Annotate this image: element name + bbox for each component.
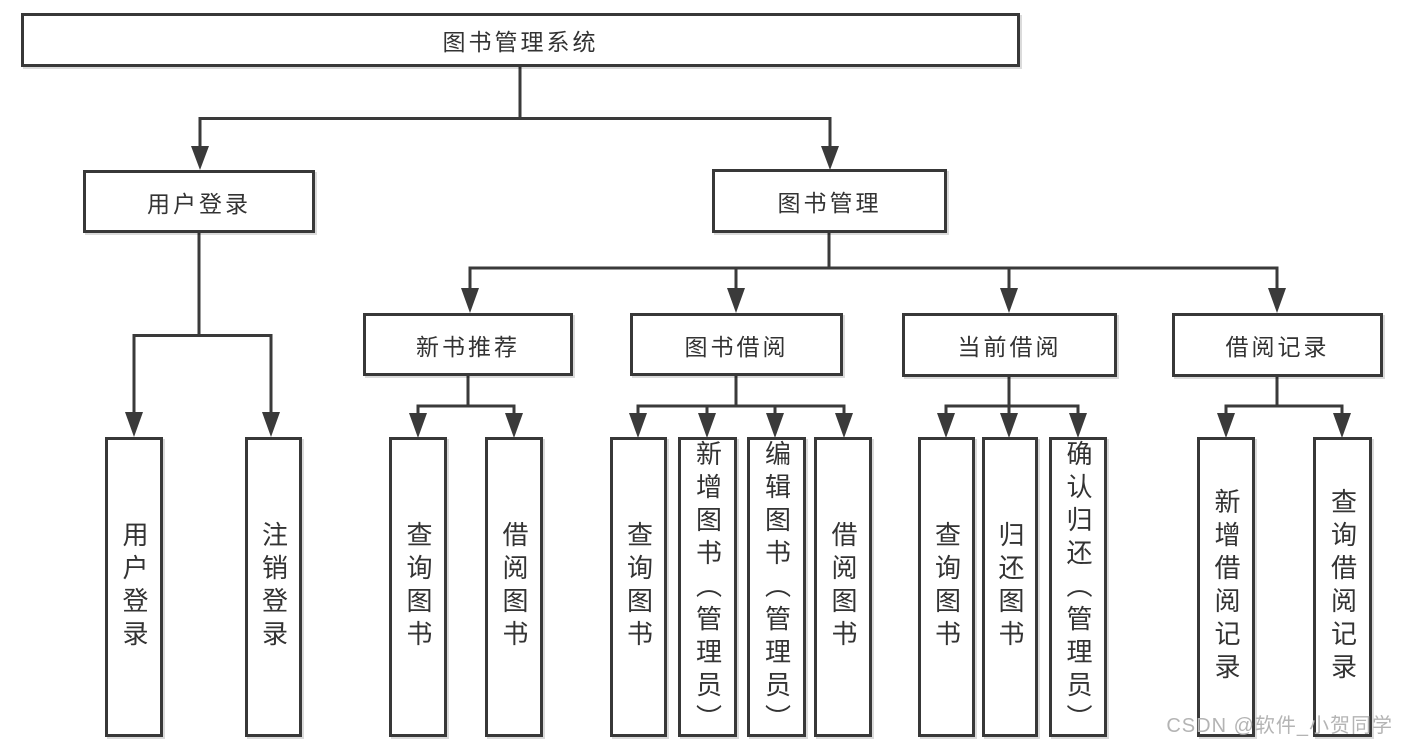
connector-arrowhead <box>262 412 280 437</box>
connector-arrowhead <box>727 288 745 313</box>
node-borrowing-records-label: 借阅记录 <box>1225 334 1330 360</box>
connector-arrowhead <box>1000 413 1018 438</box>
connector-arrowhead <box>937 413 955 438</box>
node-book-borrowing: 图书借阅 <box>630 313 843 376</box>
connector-arrowhead <box>629 413 647 438</box>
leaf-current-confirm-return-admin: 确认归还（管理员） <box>1049 437 1107 737</box>
node-root-label: 图书管理系统 <box>442 29 599 55</box>
connector-arrowhead <box>409 413 427 438</box>
connector-arrowhead <box>835 413 853 438</box>
watermark: CSDN @软件_小贺同学 <box>1166 715 1393 737</box>
leaf-borrowing-add-book-admin-label: 新增图书（管理员） <box>692 440 723 737</box>
leaf-records-query-record: 查询借阅记录 <box>1313 437 1372 737</box>
leaf-newbooks-query-books-label: 查询图书 <box>403 521 433 653</box>
node-current-borrowing: 当前借阅 <box>902 313 1117 377</box>
connector-arrowhead <box>505 413 523 438</box>
connector-arrowhead <box>1333 413 1351 438</box>
leaf-borrowing-borrow-book-label: 借阅图书 <box>828 521 858 653</box>
connector-arrowhead <box>1069 413 1087 438</box>
leaf-borrowing-edit-book-admin: 编辑图书（管理员） <box>747 437 806 737</box>
leaf-records-add-record-label: 新增借阅记录 <box>1211 488 1241 686</box>
leaf-logout: 注销登录 <box>245 437 302 737</box>
connector-arrowhead <box>1217 413 1235 438</box>
leaf-borrowing-add-book-admin: 新增图书（管理员） <box>678 437 737 737</box>
leaf-logout-label: 注销登录 <box>258 521 289 653</box>
leaf-borrowing-borrow-book: 借阅图书 <box>814 437 872 737</box>
connector-arrowhead <box>461 288 479 313</box>
node-book-management: 图书管理 <box>712 169 947 233</box>
leaf-borrowing-query-books: 查询图书 <box>610 437 667 737</box>
connector-arrowhead <box>191 146 209 170</box>
leaf-current-confirm-return-admin-label: 确认归还（管理员） <box>1063 440 1093 737</box>
leaf-current-return-book: 归还图书 <box>982 437 1038 737</box>
node-current-borrowing-label: 当前借阅 <box>957 334 1062 360</box>
node-borrowing-records: 借阅记录 <box>1172 313 1383 377</box>
node-new-book-recommendation-label: 新书推荐 <box>416 333 520 360</box>
leaf-user-login: 用户登录 <box>105 437 163 737</box>
node-root: 图书管理系统 <box>21 13 1020 67</box>
leaf-current-query-books-label: 查询图书 <box>931 521 962 653</box>
leaf-records-query-record-label: 查询借阅记录 <box>1327 488 1358 686</box>
leaf-user-login-label: 用户登录 <box>119 521 149 653</box>
leaf-newbooks-query-books: 查询图书 <box>389 437 447 737</box>
leaf-newbooks-borrow-book-label: 借阅图书 <box>499 521 529 653</box>
node-user-login: 用户登录 <box>83 170 315 233</box>
node-book-borrowing-label: 图书借阅 <box>684 333 789 360</box>
connector-arrowhead <box>1268 288 1286 313</box>
leaf-borrowing-query-books-label: 查询图书 <box>623 521 654 653</box>
node-book-management-label: 图书管理 <box>777 190 882 216</box>
connector-arrowhead <box>821 146 839 170</box>
node-user-login-label: 用户登录 <box>147 190 251 217</box>
connector-arrowhead <box>698 413 716 438</box>
leaf-current-return-book-label: 归还图书 <box>995 521 1025 653</box>
connector-arrowhead <box>125 412 143 437</box>
leaf-newbooks-borrow-book: 借阅图书 <box>485 437 543 737</box>
node-new-book-recommendation: 新书推荐 <box>363 313 573 376</box>
connector-arrowhead <box>766 413 784 438</box>
leaf-current-query-books: 查询图书 <box>918 437 975 737</box>
leaf-borrowing-edit-book-admin-label: 编辑图书（管理员） <box>761 440 792 737</box>
connector-arrowhead <box>1000 288 1018 313</box>
leaf-records-add-record: 新增借阅记录 <box>1197 437 1255 737</box>
